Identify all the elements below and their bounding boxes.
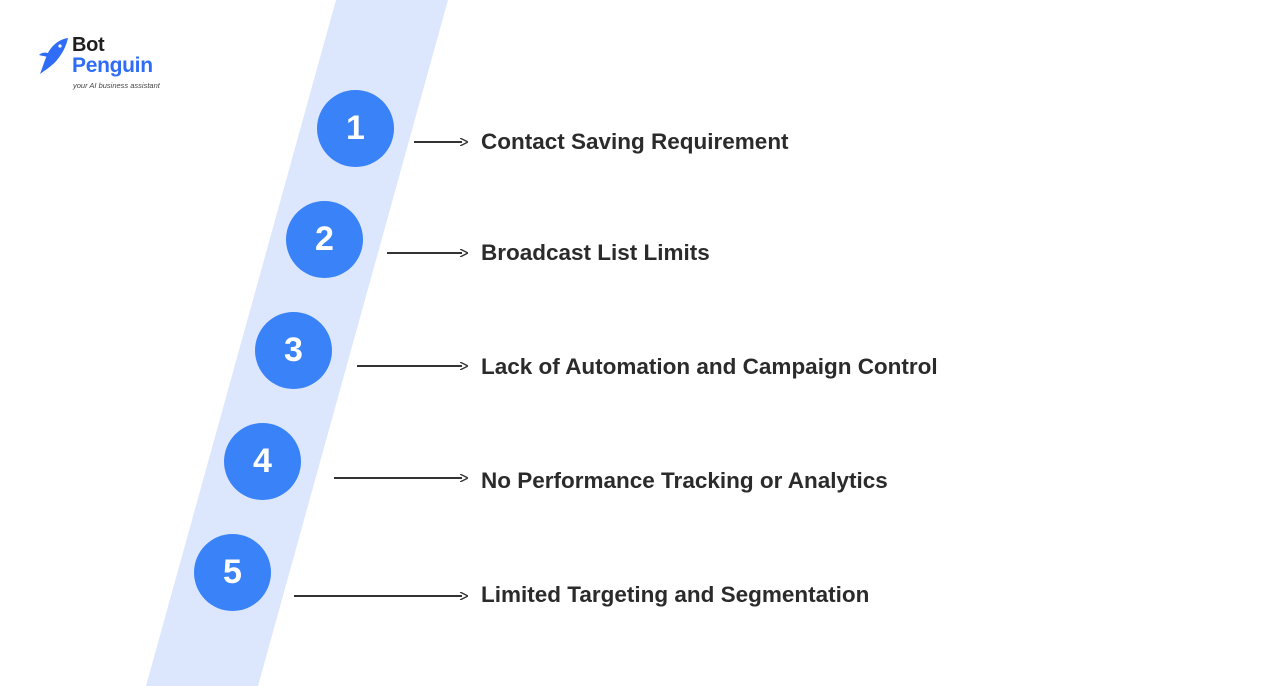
- step-number-circle: 5: [194, 534, 271, 611]
- arrow-head-icon: [460, 474, 468, 482]
- step-label: Contact Saving Requirement: [481, 129, 789, 154]
- brand-logo[interactable]: Bot Penguin your AI business assistant: [38, 32, 178, 94]
- arrow-head-icon: [460, 138, 468, 146]
- step-number-circle: 4: [224, 423, 301, 500]
- step-number: 2: [315, 220, 334, 258]
- step-arrow: [357, 360, 468, 372]
- brand-name-bot: Bot: [72, 34, 105, 56]
- step-label: Lack of Automation and Campaign Control: [481, 354, 938, 379]
- step-number: 5: [223, 553, 242, 591]
- step-label: Broadcast List Limits: [481, 240, 710, 265]
- step-number: 1: [346, 109, 365, 147]
- step-number-circle: 1: [317, 90, 394, 167]
- step-number: 3: [284, 331, 303, 369]
- arrow-head-icon: [460, 249, 468, 257]
- step-arrow: [414, 136, 468, 148]
- step-arrow: [387, 247, 468, 259]
- step-arrow: [334, 472, 468, 484]
- step-number: 4: [253, 442, 272, 480]
- brand-name-penguin: Penguin: [72, 54, 153, 77]
- brand-tagline: your AI business assistant: [73, 81, 160, 90]
- step-label: No Performance Tracking or Analytics: [481, 468, 888, 493]
- step-label: Limited Targeting and Segmentation: [481, 582, 870, 607]
- penguin-bird-icon: [39, 38, 68, 74]
- arrow-head-icon: [460, 362, 468, 370]
- step-arrow: [294, 590, 468, 602]
- step-number-circle: 2: [286, 201, 363, 278]
- step-number-circle: 3: [255, 312, 332, 389]
- arrow-head-icon: [460, 592, 468, 600]
